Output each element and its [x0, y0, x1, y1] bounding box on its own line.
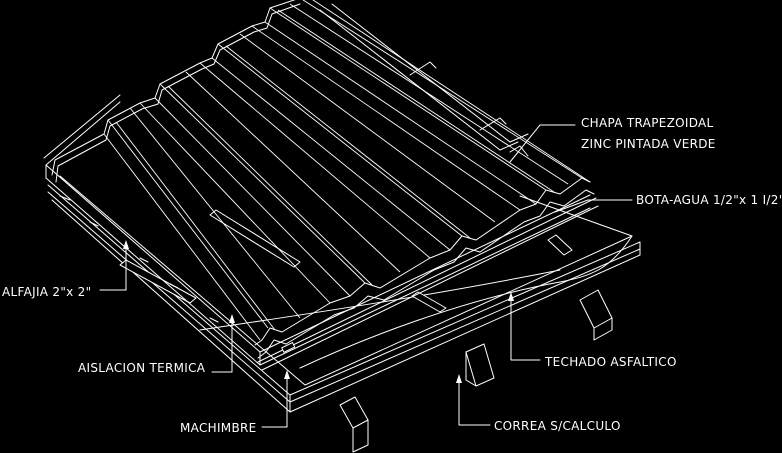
battens — [119, 209, 573, 313]
annotations: CHAPA TRAPEZOIDAL ZINC PINTADA VERDE BOT… — [2, 116, 782, 435]
batten-3 — [411, 291, 447, 313]
label-insulation: AISLACION TERMICA — [78, 361, 206, 375]
sheet-lower-edge — [254, 177, 591, 346]
insulation-layer — [43, 94, 591, 366]
label-flashing: BOTA-AGUA 1/2"x 1 I/2" — [636, 193, 782, 207]
leader-insulation — [211, 317, 233, 373]
asphalt-membrane — [59, 175, 633, 386]
leaders — [99, 124, 633, 428]
label-sheet-line2: ZINC PINTADA VERDE — [581, 137, 716, 151]
leader-batten — [99, 244, 127, 291]
trapezoidal-sheet — [51, 0, 595, 359]
leader-sheet — [509, 124, 576, 163]
purlin-3 — [579, 289, 613, 329]
sheet-eave-profile — [51, 0, 296, 176]
leader-purlin — [458, 377, 491, 426]
label-sheet-line1: CHAPA TRAPEZOIDAL — [581, 116, 714, 130]
flashing-strip — [257, 197, 599, 371]
leader-flashing — [554, 199, 633, 213]
label-purlin: CORREA S/CALCULO — [494, 419, 621, 433]
leader-tongue-groove — [261, 373, 288, 428]
label-batten: ALFAJIA 2"x 2" — [2, 285, 91, 299]
deck-bottom-edge — [51, 199, 641, 413]
label-asphalt: TECHADO ASFALTICO — [544, 355, 677, 369]
batten-4 — [547, 234, 573, 256]
purlin-2 — [465, 343, 495, 387]
batten-2 — [209, 209, 301, 268]
deck-layers — [47, 175, 641, 413]
purlins — [339, 289, 613, 453]
purlin-1 — [339, 396, 369, 429]
label-tongue-groove: MACHIMBRE — [180, 421, 257, 435]
batten-1 — [119, 259, 197, 304]
leader-asphalt — [510, 295, 541, 361]
